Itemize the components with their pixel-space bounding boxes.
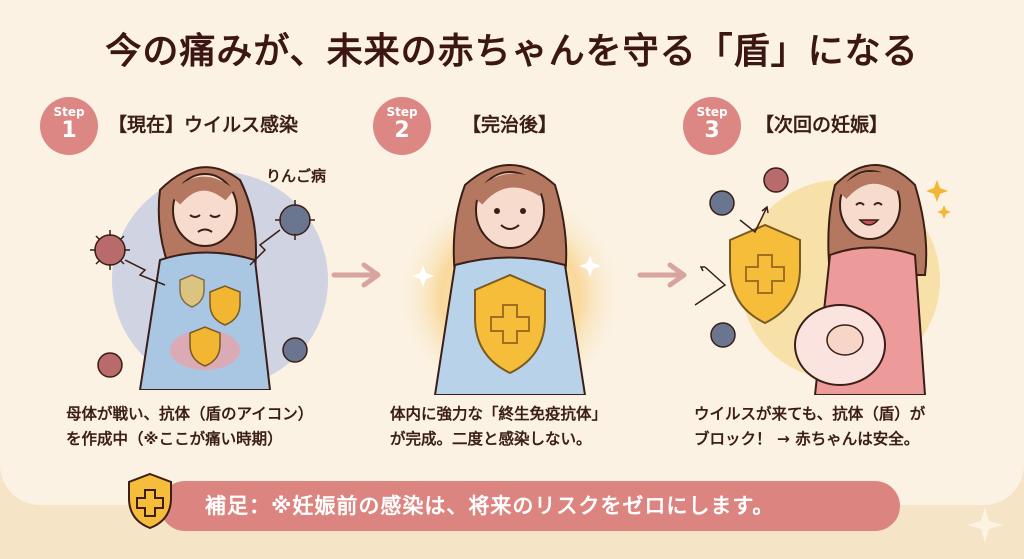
step-2-description-line2: が完成。二度と感染しない。 bbox=[390, 430, 592, 448]
step-badge-number: 3 bbox=[704, 118, 720, 143]
plus-icon bbox=[745, 254, 785, 294]
step-2-illustration bbox=[395, 145, 625, 399]
small-shield-icon bbox=[179, 274, 241, 367]
step-badge-3: Step 3 bbox=[683, 97, 741, 155]
step-badge-2: Step 2 bbox=[373, 97, 431, 155]
step-1-title: 【現在】ウイルス感染 bbox=[108, 114, 299, 136]
step-2-description-line1: 体内に強力な「終生免疫抗体」 bbox=[390, 405, 608, 423]
arrow-right-icon bbox=[331, 262, 381, 288]
sparkle-icon bbox=[967, 507, 1003, 543]
step-3-description: ウイルスが来ても、抗体（盾）が ブロック！ → 赤ちゃんは安全。 bbox=[694, 402, 925, 452]
step-2-description: 体内に強力な「終生免疫抗体」 が完成。二度と感染しない。 bbox=[390, 402, 607, 452]
plus-icon bbox=[490, 304, 530, 344]
step-badge-1: Step 1 bbox=[40, 97, 98, 155]
step-1-description-line2: を作成中（※ここが痛い時期） bbox=[66, 430, 283, 448]
arrow-right-icon bbox=[637, 262, 687, 288]
page-title: 今の痛みが、未来の赤ちゃんを守る「盾」になる bbox=[105, 31, 919, 72]
step-2-title: 【完治後】 bbox=[462, 114, 558, 136]
step-3-description-line2: ブロック！ → 赤ちゃんは安全。 bbox=[694, 430, 920, 448]
step-3-title: 【次回の妊娠】 bbox=[755, 114, 889, 136]
step-badge-number: 1 bbox=[61, 118, 77, 143]
step-1-description-line1: 母体が戦い、抗体（盾のアイコン） bbox=[66, 405, 314, 423]
plus-icon bbox=[136, 489, 164, 517]
step-badge-number: 2 bbox=[394, 118, 410, 143]
virus-label: りんご病 bbox=[266, 167, 327, 185]
step-1-description: 母体が戦い、抗体（盾のアイコン） を作成中（※ここが痛い時期） bbox=[66, 402, 313, 452]
step-3-description-line1: ウイルスが来ても、抗体（盾）が bbox=[694, 405, 926, 423]
note-text: 補足：※妊娠前の感染は、将来のリスクをゼロにします。 bbox=[205, 494, 775, 518]
shield-icon bbox=[474, 273, 546, 375]
step-badge-label: Step bbox=[386, 105, 418, 119]
step-1-illustration bbox=[80, 150, 340, 394]
step-badge-label: Step bbox=[696, 105, 728, 119]
step-badge-label: Step bbox=[53, 105, 85, 119]
shield-icon bbox=[128, 472, 172, 530]
shield-icon bbox=[729, 223, 801, 325]
note-banner: 補足：※妊娠前の感染は、将来のリスクをゼロにします。 bbox=[160, 481, 900, 531]
step-3-illustration bbox=[690, 145, 990, 399]
